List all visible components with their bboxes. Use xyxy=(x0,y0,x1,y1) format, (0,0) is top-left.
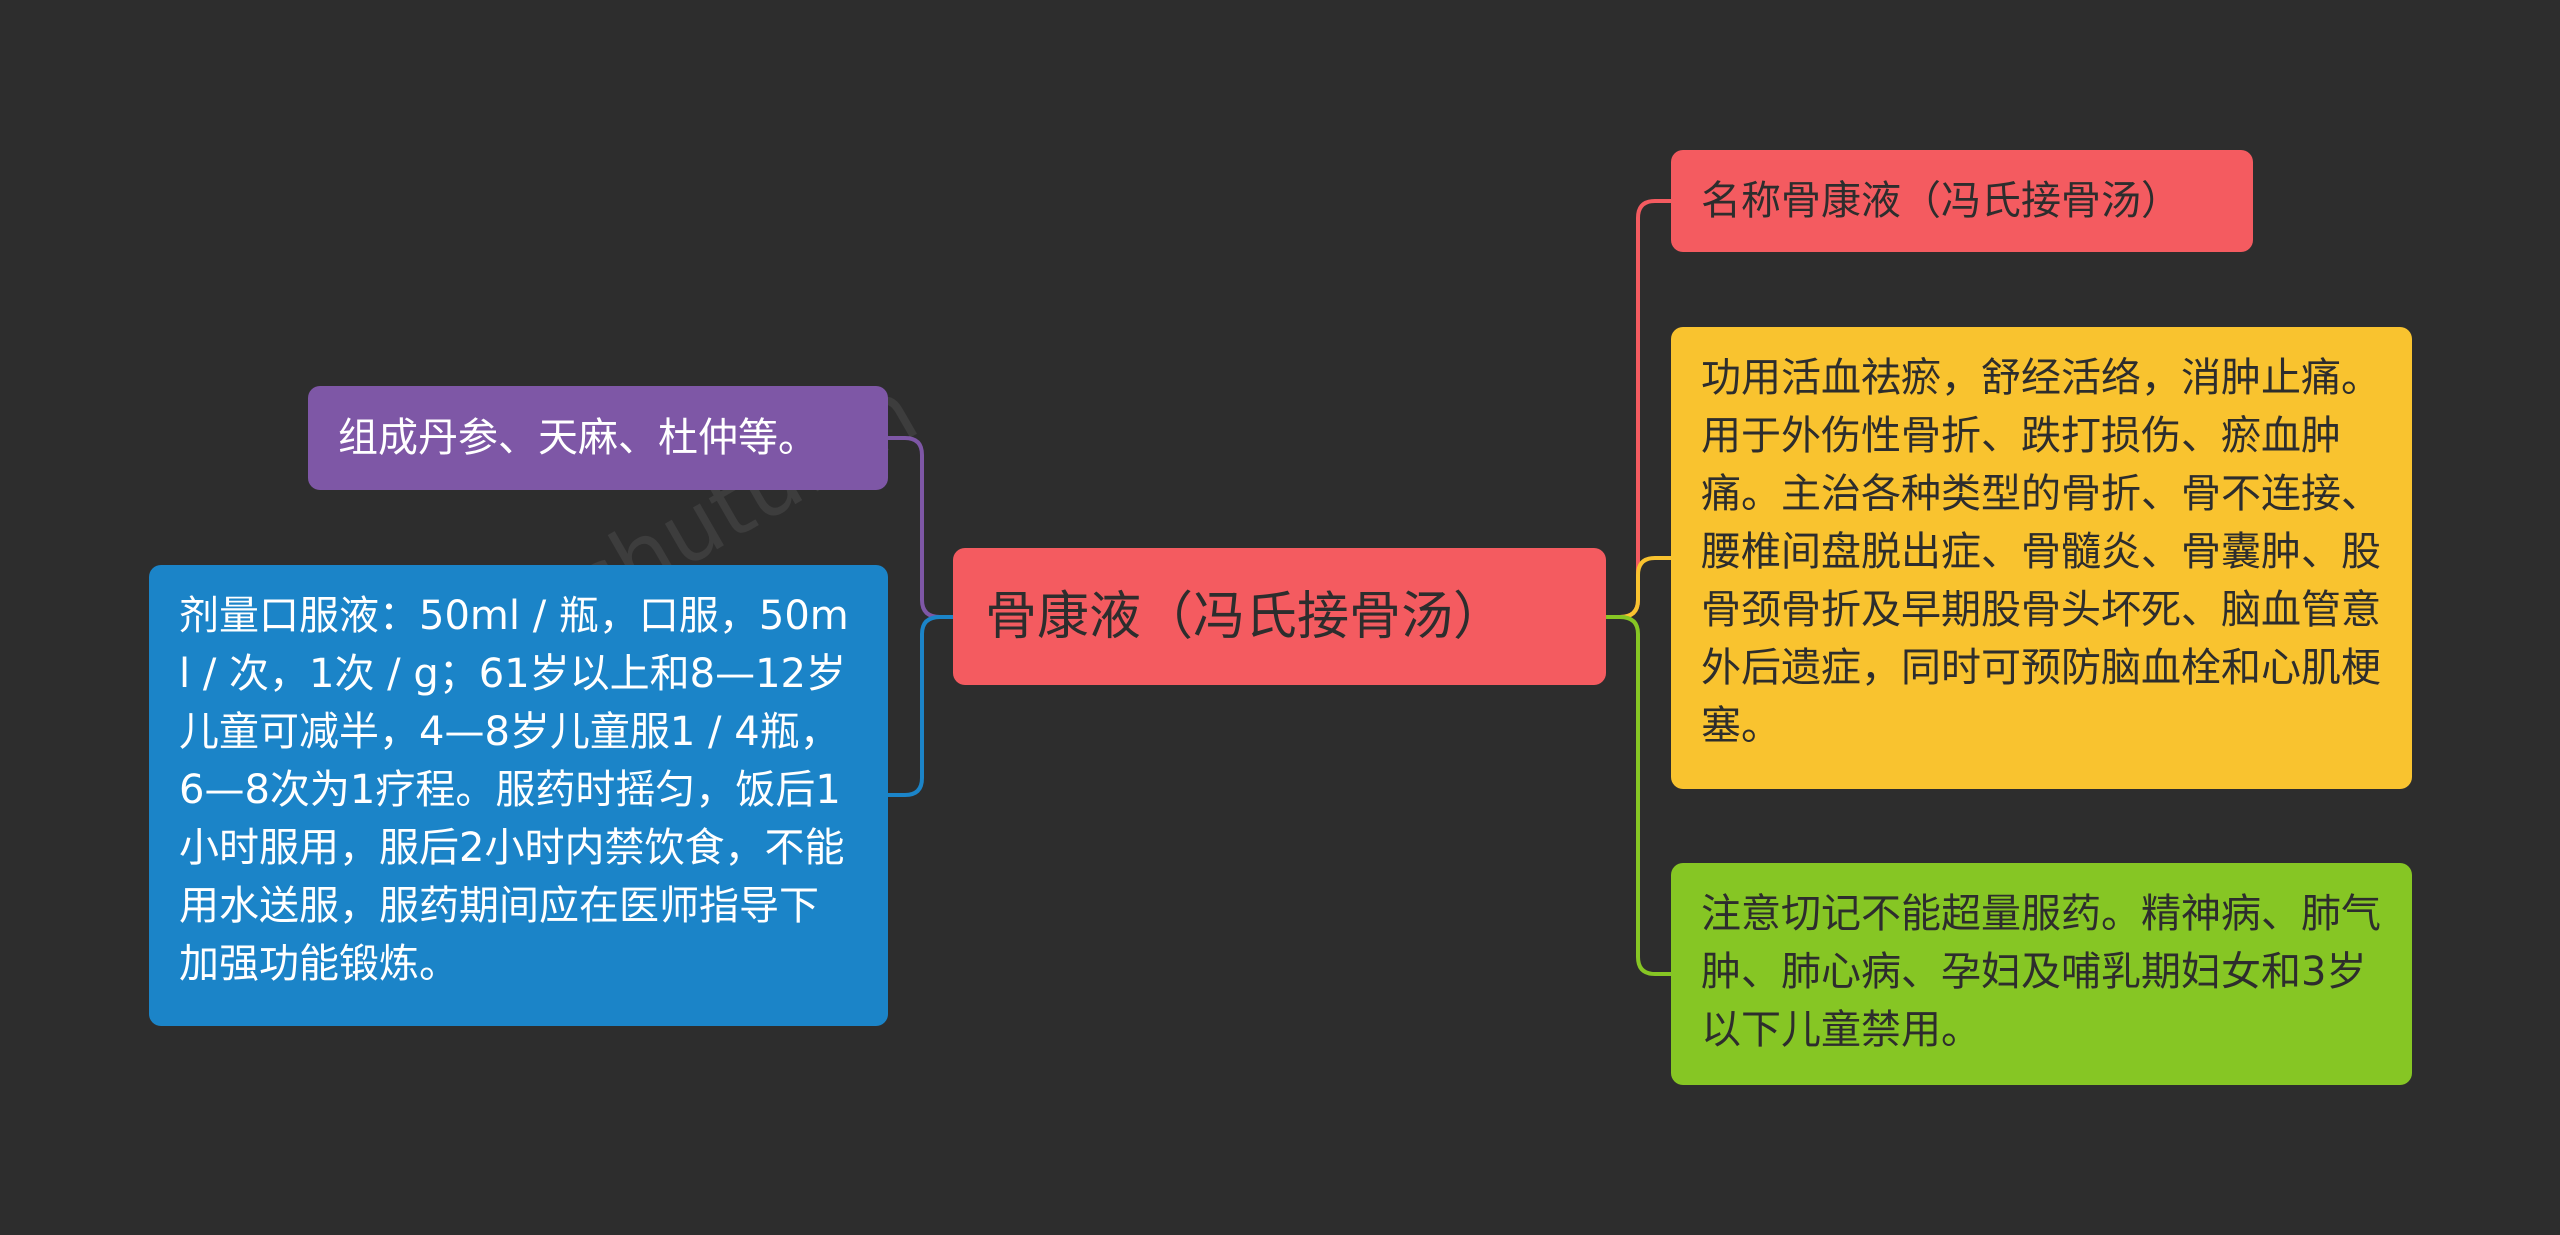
central-topic-label: 骨康液（冯氏接骨汤） xyxy=(985,586,1506,647)
name-text: 名称骨康液（冯氏接骨汤） xyxy=(1701,178,2181,224)
composition-text: 组成丹参、天麻、杜仲等。 xyxy=(338,415,818,461)
composition-node[interactable]: 组成丹参、天麻、杜仲等。 xyxy=(308,386,888,490)
connector-dosage xyxy=(888,615,953,797)
connector-caution xyxy=(1606,615,1671,976)
caution-text: 注意切记不能超量服药。精神病、肺气肿、肺心病、孕妇及哺乳期妇女和3岁以下儿童禁用… xyxy=(1701,891,2381,1053)
caution-node[interactable]: 注意切记不能超量服药。精神病、肺气肿、肺心病、孕妇及哺乳期妇女和3岁以下儿童禁用… xyxy=(1671,863,2412,1085)
function-node[interactable]: 功用活血祛瘀，舒经活络，消肿止痛。用于外伤性骨折、跌打损伤、瘀血肿痛。主治各种类… xyxy=(1671,327,2412,789)
connector-composition xyxy=(888,436,953,619)
connector-function xyxy=(1606,556,1671,619)
central-topic-node[interactable]: 骨康液（冯氏接骨汤） xyxy=(953,548,1606,685)
function-text: 功用活血祛瘀，舒经活络，消肿止痛。用于外伤性骨折、跌打损伤、瘀血肿痛。主治各种类… xyxy=(1701,355,2381,749)
name-node[interactable]: 名称骨康液（冯氏接骨汤） xyxy=(1671,150,2253,252)
dosage-text: 剂量口服液：50ml / 瓶，口服，50ml / 次，1次 / g；61岁以上和… xyxy=(179,593,849,987)
dosage-node[interactable]: 剂量口服液：50ml / 瓶，口服，50ml / 次，1次 / g；61岁以上和… xyxy=(149,565,888,1026)
connector-name xyxy=(1606,199,1671,619)
